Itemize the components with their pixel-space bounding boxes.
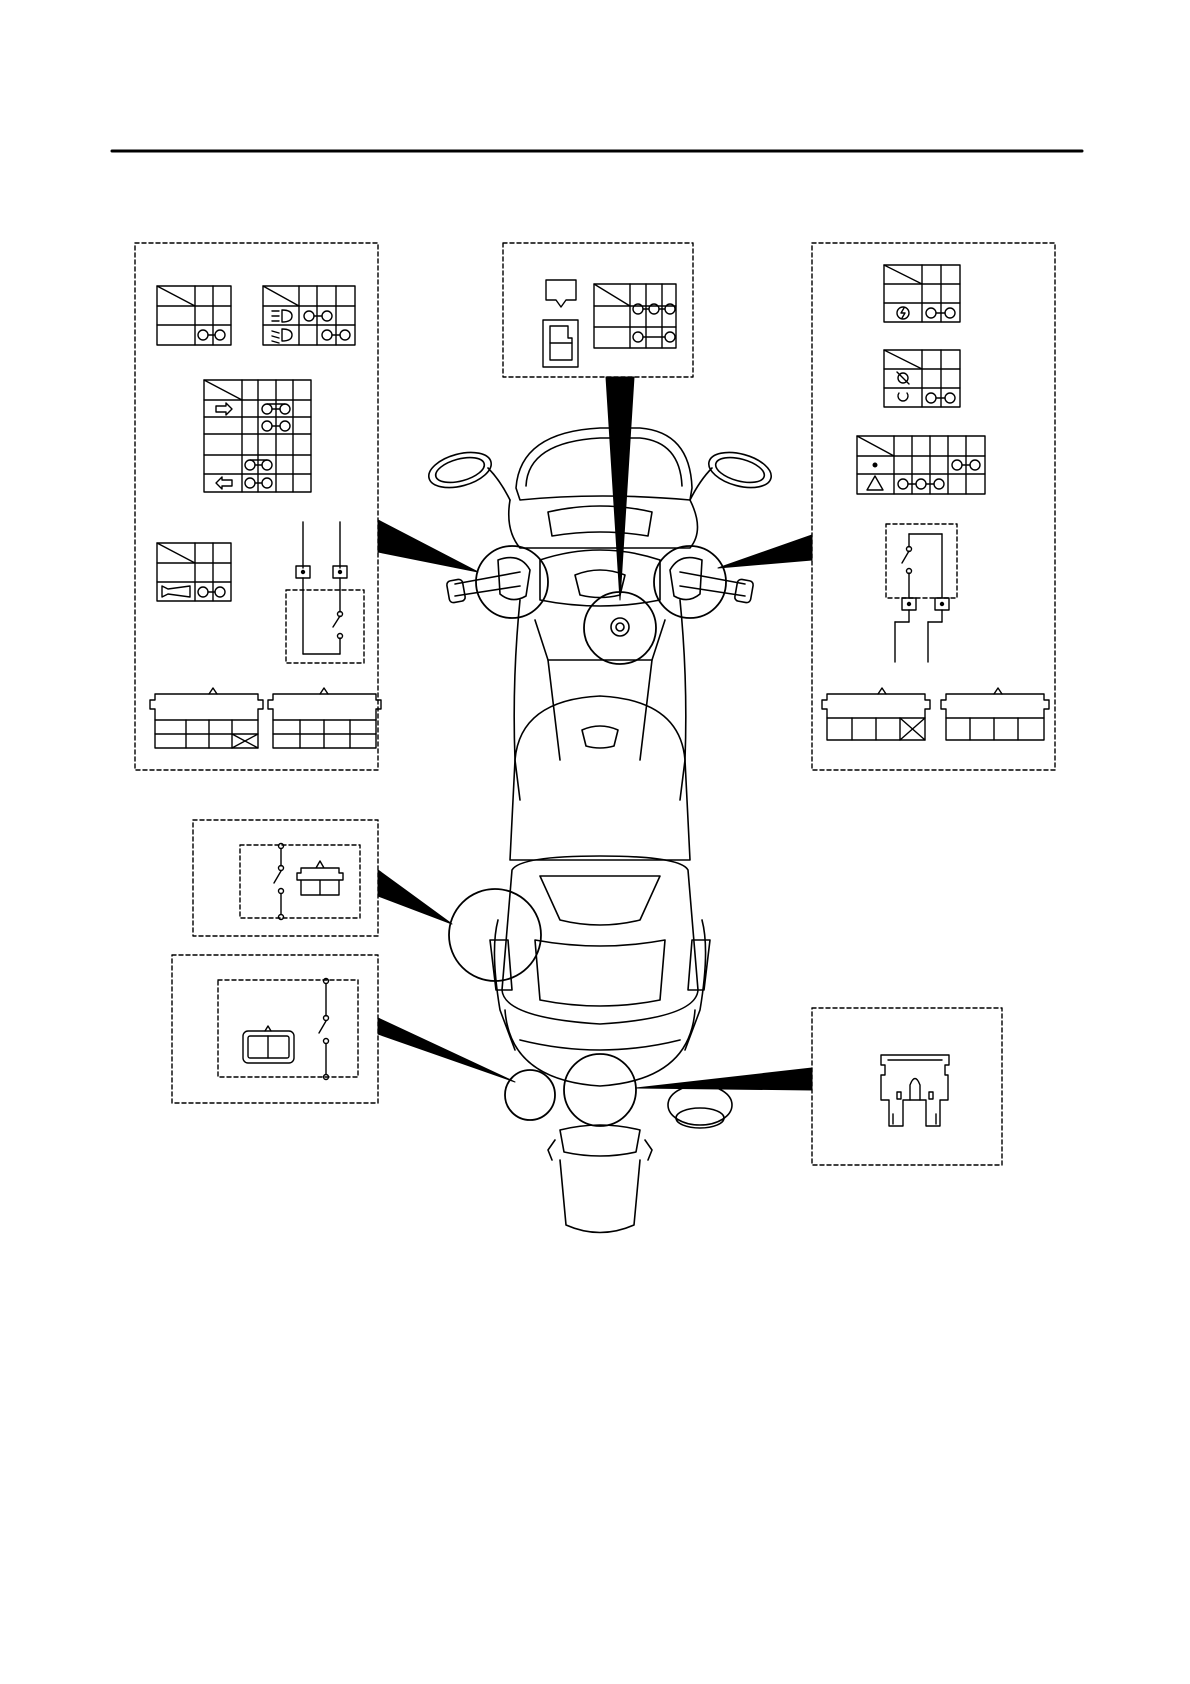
scooter-top-view — [425, 428, 775, 1233]
start-icon — [897, 307, 909, 319]
brake-switch-circuit-right — [886, 524, 957, 662]
turn-left-arrow-icon — [216, 477, 232, 489]
main-switch-box — [503, 243, 693, 377]
callout-circles — [449, 546, 726, 1126]
brake-switch-circuit — [286, 522, 364, 663]
sidestand-circuit — [319, 979, 329, 1080]
main-switch-table — [594, 284, 676, 348]
main-switch-key-icon — [546, 280, 576, 307]
seat-switch-connector — [297, 861, 343, 895]
engine-run-icon — [898, 393, 908, 401]
dimmer-switch-table — [157, 286, 231, 345]
right-handlebar-switches-box — [812, 243, 1055, 770]
engine-stop-icon — [897, 372, 909, 384]
main-switch-callout-circle — [584, 592, 656, 664]
seat-switch-box — [193, 820, 378, 936]
seat-switch-circuit — [274, 844, 284, 920]
main-switch-lock-icon — [543, 320, 578, 367]
connector-right-a — [822, 688, 930, 740]
turn-right-arrow-icon — [216, 403, 232, 415]
sidestand-connector — [243, 1026, 294, 1063]
sidestand-switch-box — [172, 955, 378, 1103]
fuse-box — [812, 1008, 1002, 1165]
horn-icon — [162, 586, 190, 597]
connector-right-b — [941, 688, 1049, 740]
left-handlebar-switches-box — [135, 243, 381, 770]
headlight-beam-table — [263, 286, 355, 345]
hazard-switch-table — [857, 436, 985, 494]
turn-signal-switch-table — [204, 380, 311, 492]
horn-switch-table — [157, 543, 231, 601]
start-switch-table — [884, 265, 960, 322]
connector-left-b — [268, 688, 381, 748]
blade-fuse-icon — [881, 1055, 949, 1126]
hazard-triangle-icon — [867, 476, 883, 490]
fuse-callout-circle — [564, 1054, 636, 1126]
engine-stop-switch-table — [884, 350, 960, 407]
headlight-low-beam-icon — [272, 329, 292, 343]
connector-left-a — [150, 688, 263, 748]
headlight-high-beam-icon — [272, 310, 292, 322]
pointer-wedges — [378, 377, 812, 1090]
sidestand-callout-circle — [505, 1070, 555, 1120]
